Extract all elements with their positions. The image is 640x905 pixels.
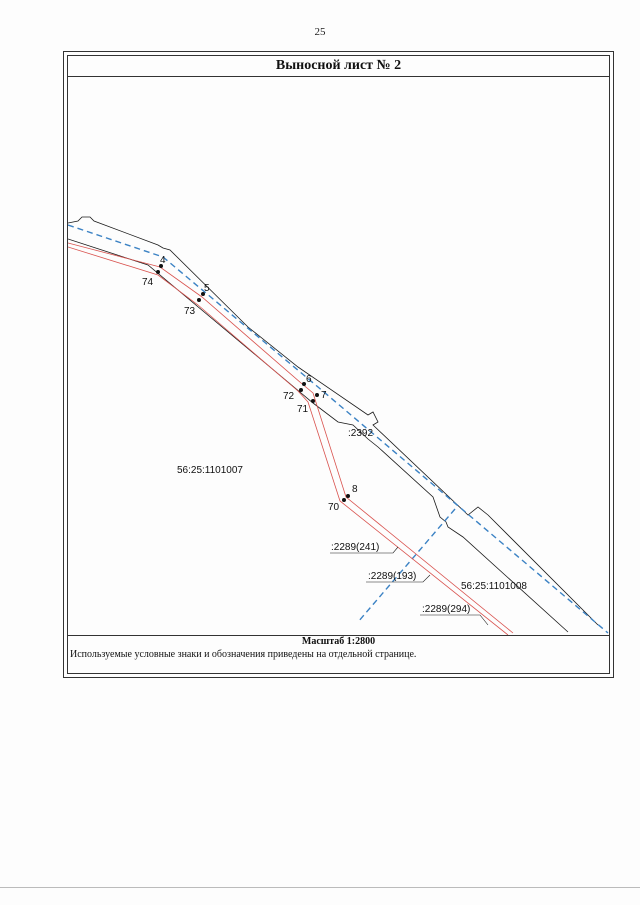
- point-label: 74: [142, 277, 154, 288]
- boundary-points: [156, 264, 350, 502]
- point-label: 7: [321, 390, 327, 401]
- quarter-label: 56:25:1101008: [461, 581, 527, 592]
- quarter-boundary-branch: [357, 508, 456, 623]
- page-bottom-line: [0, 887, 640, 888]
- road-boundary-inner: [68, 238, 569, 633]
- legend-note: Используемые условные знаки и обозначени…: [70, 649, 417, 660]
- point-label: 8: [352, 484, 358, 495]
- scale-row: Масштаб 1:2800: [68, 635, 609, 648]
- parcel-label: :2289(294): [422, 604, 470, 615]
- inner-frame: [67, 55, 610, 674]
- parcel-label: :2289(241): [331, 542, 379, 553]
- point-label: 73: [184, 306, 196, 317]
- road-boundary-outer: [68, 216, 599, 626]
- sheet-title: Выносной лист № 2: [275, 58, 402, 73]
- point-marker-5: [201, 292, 205, 296]
- parcel-label: :2289(193): [368, 571, 416, 582]
- leader-2289-294: [420, 614, 489, 626]
- point-marker-73: [197, 298, 201, 302]
- point-marker-8: [346, 494, 350, 498]
- point-label: 72: [283, 391, 295, 402]
- easement-line-inner: [68, 246, 509, 635]
- point-label: 5: [204, 283, 210, 294]
- point-marker-6: [302, 382, 306, 386]
- point-marker-72: [299, 388, 303, 392]
- page-number: 25: [314, 26, 326, 38]
- point-label: 71: [297, 404, 309, 415]
- leader-2289-193: [366, 574, 431, 583]
- point-label: 6: [306, 374, 312, 385]
- leader-2289-241: [330, 546, 399, 554]
- point-marker-70: [342, 498, 346, 502]
- quarter-boundary-main: [68, 224, 609, 634]
- parcel-label: :2392: [348, 428, 373, 439]
- quarter-label: 56:25:1101007: [177, 465, 243, 476]
- point-marker-7: [315, 393, 319, 397]
- outer-frame: [63, 51, 614, 678]
- point-marker-74: [156, 270, 160, 274]
- map-drawing: 4 74 5 73 6 72 7 71 8 70 56:25:1101007 5…: [68, 216, 609, 635]
- easement-line-outer: [68, 242, 514, 634]
- title-row: Выносной лист № 2: [68, 56, 609, 77]
- point-label: 4: [160, 255, 166, 266]
- point-marker-71: [311, 399, 315, 403]
- scale-text: Масштаб 1:2800: [301, 636, 376, 647]
- point-label: 70: [328, 502, 340, 513]
- point-marker-4: [159, 264, 163, 268]
